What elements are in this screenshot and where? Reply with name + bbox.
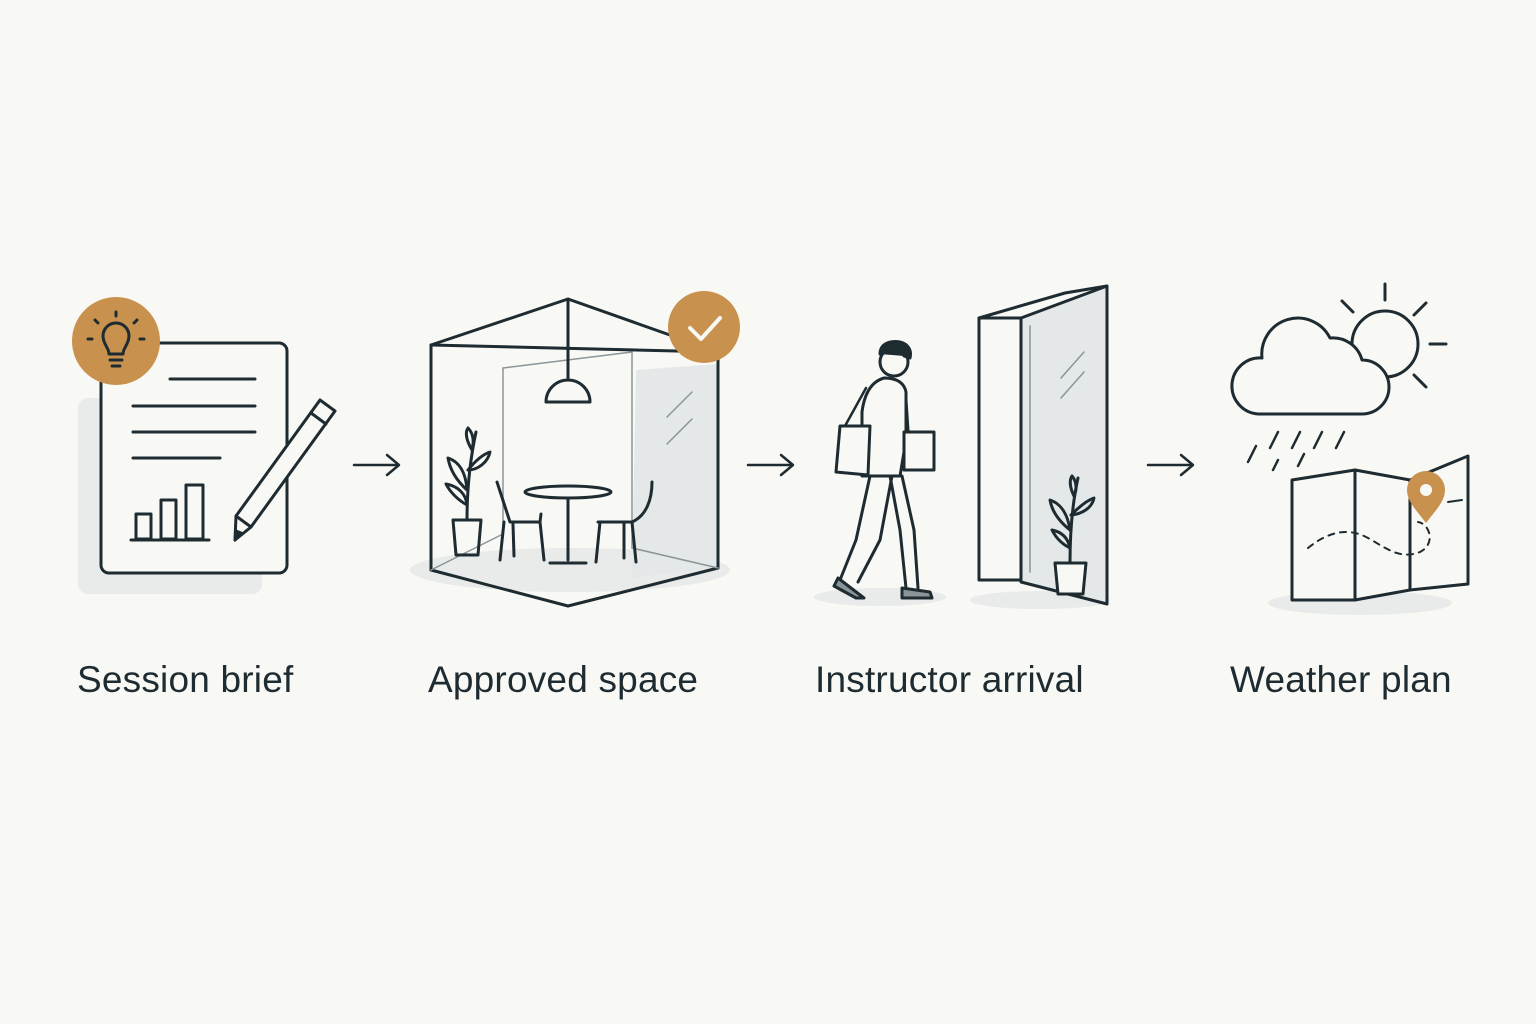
document-with-chart-and-pencil-icon (78, 341, 337, 594)
folded-map-icon (1290, 454, 1470, 602)
step-label-approved-space: Approved space (428, 659, 699, 700)
step-label-session-brief: Session brief (77, 659, 294, 700)
cloud-icon (1230, 316, 1391, 416)
checkmark-icon (668, 291, 740, 363)
step-label-weather-plan: Weather plan (1230, 659, 1452, 700)
walking-person-icon (832, 340, 936, 600)
rain-icon (1246, 430, 1346, 472)
arrow-right-icon (1146, 453, 1195, 477)
open-door-icon (977, 284, 1109, 606)
pencil-icon (233, 398, 337, 542)
glass-room-with-table-icon (410, 297, 730, 608)
arrow-right-icon (746, 453, 795, 477)
arrow-right-icon (352, 453, 401, 477)
lightbulb-icon (72, 297, 160, 385)
person-walking-to-door-icon (814, 284, 1110, 609)
step-label-instructor-arrival: Instructor arrival (815, 659, 1084, 700)
location-pin-icon (1407, 471, 1445, 523)
cloud-sun-rain-and-map-icon (1230, 282, 1470, 615)
